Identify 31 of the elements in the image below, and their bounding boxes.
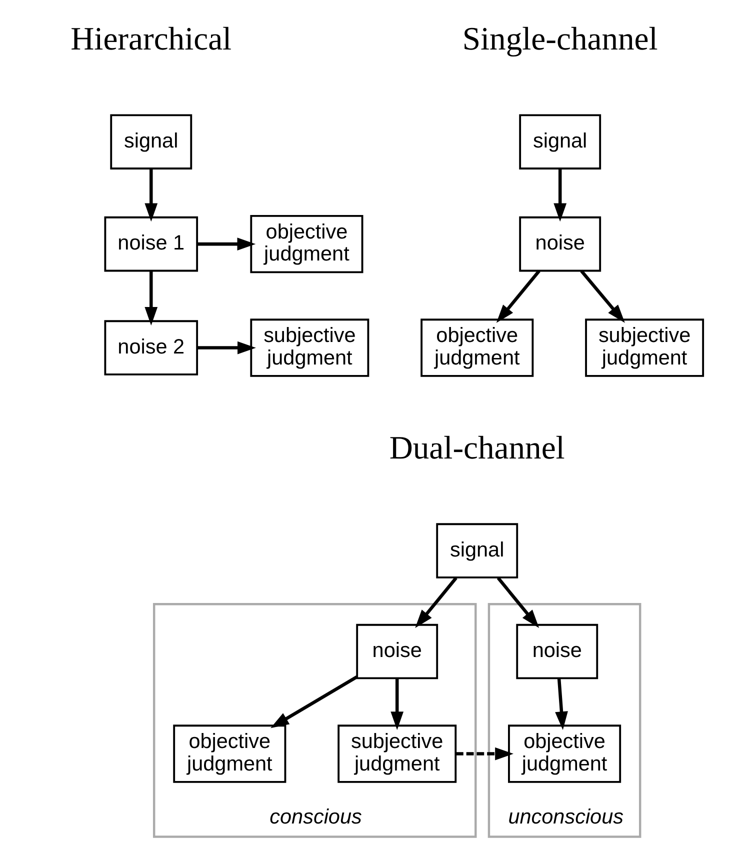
node-box: noise 1 [104,216,198,272]
node-box: noise [516,624,598,680]
arrow [390,678,404,730]
label: Hierarchical [70,21,232,58]
arrow [496,576,539,628]
arrow [196,238,256,250]
node-box: objective judgment [172,724,286,783]
node-box: subjective judgment [337,724,456,783]
arrow [553,168,566,222]
node-box: signal [436,523,518,578]
arrow [414,576,457,628]
arrow [144,270,158,326]
node-box: noise 2 [104,320,198,376]
node-box: objective judgment [508,724,621,783]
node-box: objective judgment [420,318,534,377]
arrow [554,678,568,730]
arrow [455,747,513,760]
arrow [270,675,358,728]
node-box: objective judgment [250,214,363,274]
node-box: subjective judgment [584,318,704,377]
node-box: signal [110,114,192,170]
arrow [144,168,158,222]
arrow [580,270,624,323]
arrow [197,341,256,354]
node-box: subjective judgment [250,318,369,377]
node-box: signal [518,114,601,170]
node-box: noise [518,216,601,272]
arrow [496,270,540,323]
node-box: noise [356,624,438,680]
label: Single-channel [462,21,658,58]
label: Dual-channel [388,430,564,466]
